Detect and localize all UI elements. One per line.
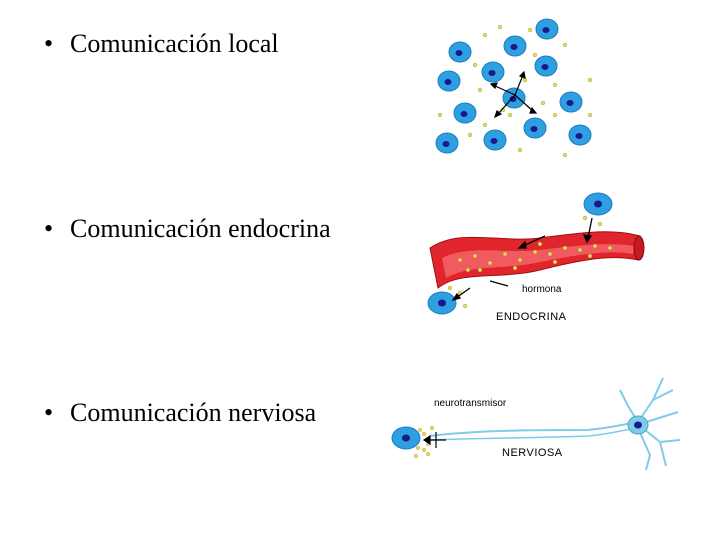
molecule: [497, 24, 503, 30]
molecule: [552, 112, 558, 118]
cell-nucleus: [530, 126, 538, 132]
cell-nucleus: [566, 100, 574, 106]
hormone-label: hormona: [522, 284, 562, 295]
bullet-text-nervous: Comunicación nerviosa: [70, 398, 317, 427]
cell-nucleus: [575, 133, 583, 139]
bullet-marker: •: [44, 29, 54, 58]
cell-nucleus: [509, 96, 517, 102]
hormone-molecules: [447, 215, 613, 309]
endocrine-communication-illustration: hormona ENDOCRINA: [427, 192, 645, 323]
molecule: [477, 267, 483, 273]
molecule: [430, 426, 434, 430]
bullet-local: • Comunicación local: [44, 29, 279, 59]
molecule: [587, 112, 593, 118]
molecule: [562, 245, 568, 251]
cell-nucleus: [444, 79, 452, 85]
molecule: [462, 303, 468, 309]
molecule: [472, 62, 478, 68]
bullet-endocrine: • Comunicación endocrina: [44, 214, 331, 244]
local-communication-illustration: [435, 18, 593, 158]
molecule: [532, 249, 538, 255]
molecule: [587, 77, 593, 83]
molecule: [592, 243, 598, 249]
molecule: [577, 247, 583, 253]
vessel-opening: [633, 235, 645, 261]
neurotransmitter-molecules: [414, 426, 434, 458]
molecule: [416, 446, 420, 450]
molecule: [502, 251, 508, 257]
molecule: [537, 241, 543, 247]
secreting-cell: [583, 192, 613, 216]
target-cell: [391, 426, 421, 450]
molecule: [597, 221, 603, 227]
molecule: [457, 257, 463, 263]
molecule: [472, 253, 478, 259]
molecule: [467, 132, 473, 138]
molecule: [477, 87, 483, 93]
cell-nucleus: [460, 111, 468, 117]
molecule: [418, 428, 422, 432]
molecule: [437, 112, 443, 118]
molecule: [587, 253, 593, 259]
diffusion-arrows: [489, 70, 538, 119]
endocrine-caption: ENDOCRINA: [496, 311, 567, 323]
molecule: [517, 257, 523, 263]
molecule: [507, 112, 513, 118]
molecule: [414, 454, 418, 458]
molecule: [552, 82, 558, 88]
molecule: [552, 259, 558, 265]
cell-nucleus: [510, 44, 518, 50]
cell-nucleus: [541, 64, 549, 70]
nervous-caption: NERVIOSA: [502, 447, 563, 459]
molecule: [547, 251, 553, 257]
molecule: [540, 100, 546, 106]
molecule: [487, 260, 493, 266]
molecule: [482, 122, 488, 128]
target-cell: [427, 291, 457, 315]
bullet-text-endocrine: Comunicación endocrina: [70, 214, 331, 243]
molecule: [607, 245, 613, 251]
bullet-nervous: • Comunicación nerviosa: [44, 398, 316, 428]
bullet-text-local: Comunicación local: [70, 29, 279, 58]
cell-nucleus: [442, 141, 450, 147]
signal-molecules: [437, 24, 593, 158]
bullet-marker: •: [44, 214, 54, 243]
molecule: [522, 77, 528, 83]
molecule: [422, 432, 426, 436]
cell-nucleus: [488, 70, 496, 76]
molecule: [447, 285, 453, 291]
neurotransmitter-label: neurotransmisor: [434, 398, 507, 409]
cell-nucleus: [490, 138, 498, 144]
blood-vessel-lumen: [442, 244, 634, 278]
molecule: [562, 152, 568, 158]
cell-cluster: [435, 18, 592, 154]
bullet-marker: •: [44, 398, 54, 427]
neuron-nucleus: [634, 421, 642, 429]
nervous-communication-illustration: neurotransmisor NERVIOSA: [391, 377, 681, 471]
cell-nucleus: [455, 50, 463, 56]
molecule: [532, 52, 538, 58]
molecule: [517, 147, 523, 153]
molecule: [422, 448, 426, 452]
molecule: [512, 265, 518, 271]
cell-nucleus: [542, 27, 550, 33]
endocrine-arrows: [451, 217, 593, 302]
molecule: [465, 267, 471, 273]
molecule: [426, 452, 430, 456]
molecule: [562, 42, 568, 48]
synapse-arrow: [422, 432, 446, 448]
molecule: [582, 215, 588, 221]
molecule: [527, 27, 533, 33]
molecule: [482, 32, 488, 38]
